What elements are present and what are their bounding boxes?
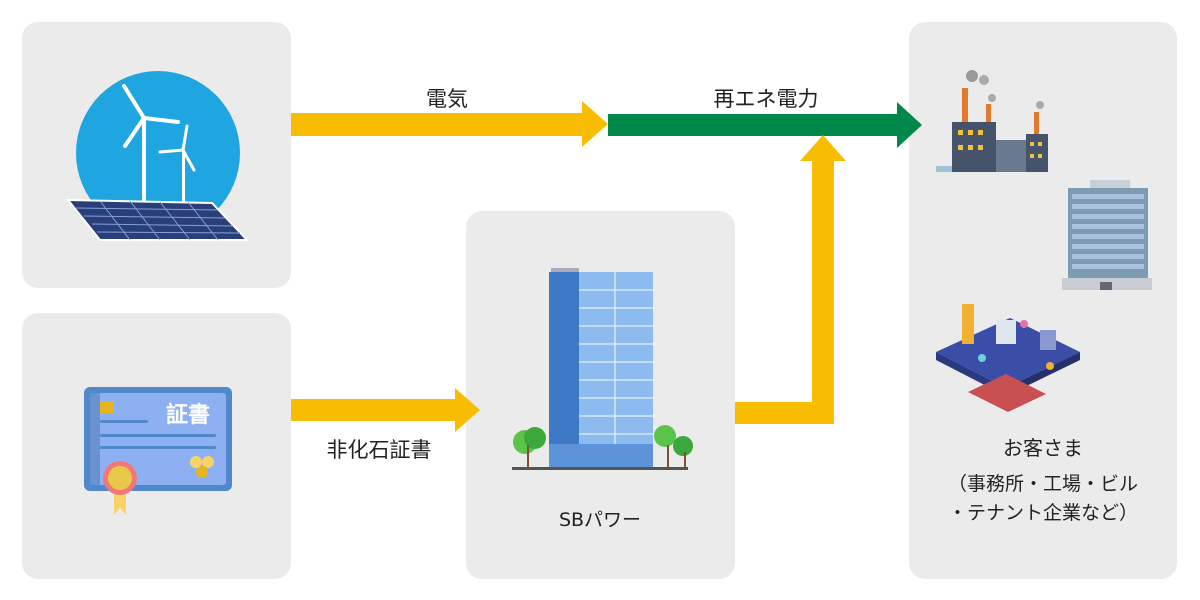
electricity-label: 電気	[426, 87, 468, 111]
certificate-icon-text: 証書	[166, 402, 210, 428]
factory-icon	[936, 70, 1048, 172]
customers-line1: （事務所・工場・ビル	[947, 473, 1138, 495]
renewable-power-arrow	[608, 102, 922, 148]
electricity-arrow	[291, 101, 608, 147]
certificate-arrow	[291, 388, 480, 432]
office-floor-icon	[936, 304, 1080, 412]
sb-power-label: SBパワー	[558, 509, 642, 531]
renewable-power-label: 再エネ電力	[713, 87, 819, 111]
certificate-icon: 証書	[84, 387, 232, 515]
office-building-icon	[1062, 180, 1152, 290]
customers-panel	[909, 22, 1177, 579]
sb-power-building-icon	[512, 268, 693, 470]
sb-power-to-customer-arrow	[735, 135, 846, 424]
customers-title: お客さま	[1003, 436, 1083, 460]
customers-line2: ・テナント企業など）	[947, 502, 1138, 524]
non-fossil-certificate-label: 非化石証書	[326, 438, 432, 462]
wind-solar-icon	[65, 71, 250, 241]
